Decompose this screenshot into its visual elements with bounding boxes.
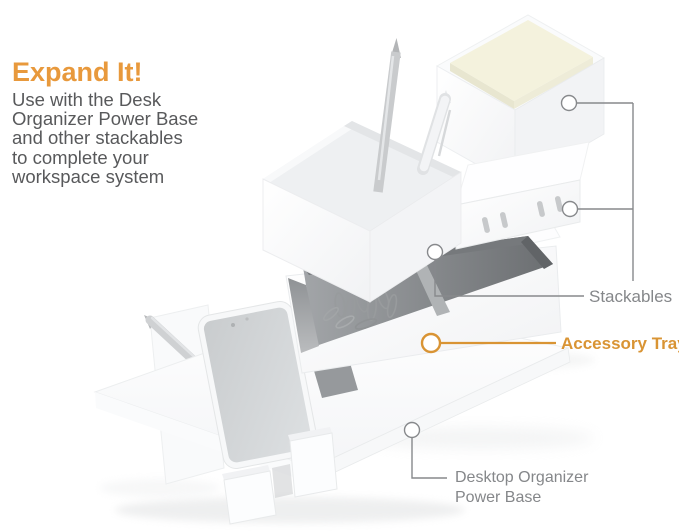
callout-ring-power-module: [561, 200, 579, 218]
tray-left-end: [288, 278, 319, 353]
cup-front-right-face: [369, 171, 462, 303]
white-pen: [419, 95, 450, 172]
base-slot-shade: [272, 464, 293, 498]
white-pen-clip: [437, 109, 452, 157]
paper-clip: [354, 318, 378, 330]
paper-clip: [334, 292, 346, 318]
paper-clip: [335, 315, 355, 329]
base-block-top: [222, 465, 270, 480]
callout-lines: [403, 94, 634, 479]
callout-ring-stackable-box: [426, 243, 444, 261]
paper-clip: [344, 296, 356, 324]
base-block-top: [288, 427, 332, 441]
outlet-slot: [481, 217, 490, 233]
callout-ring-accessory-tray: [420, 332, 442, 354]
base-block-front-left: [223, 470, 277, 525]
power-module: [455, 141, 590, 250]
phone: [197, 301, 319, 469]
base-shadow: [115, 497, 465, 523]
outlet-slot: [499, 212, 508, 228]
accessory-tray-callout: [420, 332, 556, 354]
sticky-notes: [450, 20, 593, 101]
outlet-slot: [554, 196, 563, 212]
paper-clip: [323, 306, 339, 322]
cup-inner-shade: [344, 121, 461, 177]
cup-inner-lip: [263, 121, 358, 183]
outlet-slot: [536, 201, 545, 217]
gray-pen-highlight: [377, 55, 395, 181]
phone-camera-dot: [231, 323, 235, 327]
paper-clip: [386, 293, 398, 319]
phone-camera-dot: [245, 317, 249, 321]
callout-line: [434, 259, 584, 297]
phone-screen: [203, 307, 313, 463]
callout-line: [411, 437, 447, 479]
callout-ring-power-base: [403, 421, 421, 439]
sticky-stack-side: [514, 57, 593, 109]
outlets: [481, 196, 563, 233]
sticky-stack-side: [450, 63, 514, 109]
tray-right-wall: [521, 236, 553, 269]
base-shadow-left: [100, 479, 220, 497]
base-block-front-right: [289, 432, 338, 498]
base-shadow-right: [365, 427, 595, 449]
pen-cup: [262, 38, 462, 303]
callout-ring-sticky-cube: [560, 94, 578, 112]
